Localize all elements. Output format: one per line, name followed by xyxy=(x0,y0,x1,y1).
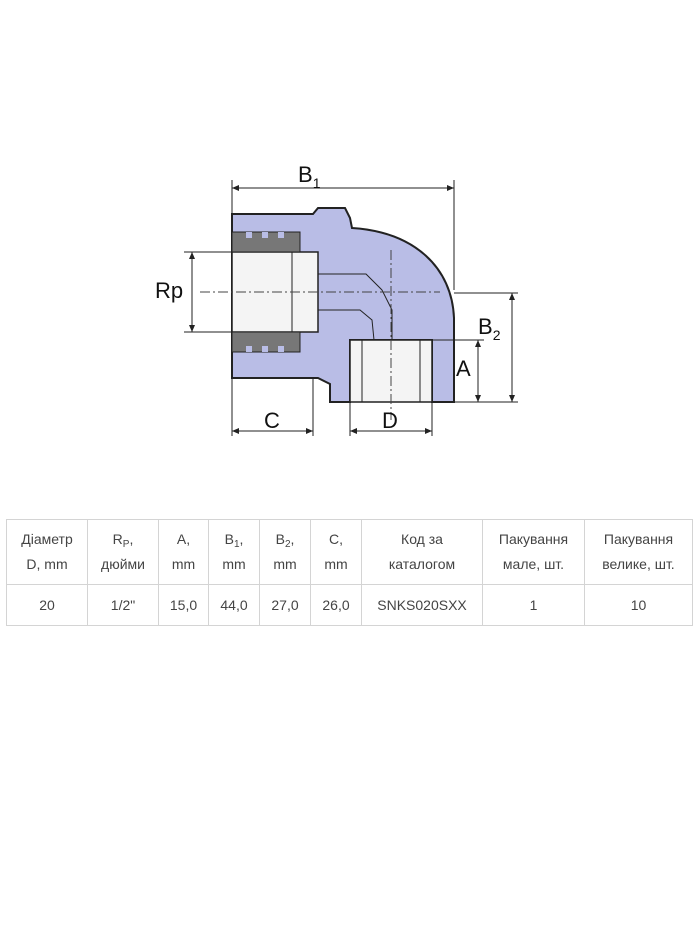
dim-b2-label: B2 xyxy=(478,314,501,343)
header-b1: B1,mm xyxy=(208,519,260,585)
cell-catalog-code: SNKS020SXX xyxy=(361,584,483,626)
dim-b1-label: B1 xyxy=(298,162,321,191)
table-row: 20 1/2" 15,0 44,0 27,0 26,0 SNKS020SXX 1… xyxy=(6,584,693,626)
header-a: A,mm xyxy=(158,519,209,585)
dim-a-label: A xyxy=(456,356,471,381)
dim-c-label: C xyxy=(264,408,280,433)
dim-d-label: D xyxy=(382,408,398,433)
cell-c: 26,0 xyxy=(310,584,362,626)
header-c: C,mm xyxy=(310,519,362,585)
elbow-fitting-drawing: B1 Rp B2 A C D xyxy=(155,162,518,436)
cell-pack-large: 10 xyxy=(584,584,693,626)
header-rp: RP,дюйми xyxy=(87,519,159,585)
dim-rp-label: Rp xyxy=(155,278,183,303)
cell-pack-small: 1 xyxy=(482,584,585,626)
cell-a: 15,0 xyxy=(158,584,209,626)
header-b2: B2,mm xyxy=(259,519,311,585)
cell-b1: 44,0 xyxy=(208,584,260,626)
cell-b2: 27,0 xyxy=(259,584,311,626)
cell-diameter: 20 xyxy=(6,584,88,626)
cell-rp: 1/2" xyxy=(87,584,159,626)
